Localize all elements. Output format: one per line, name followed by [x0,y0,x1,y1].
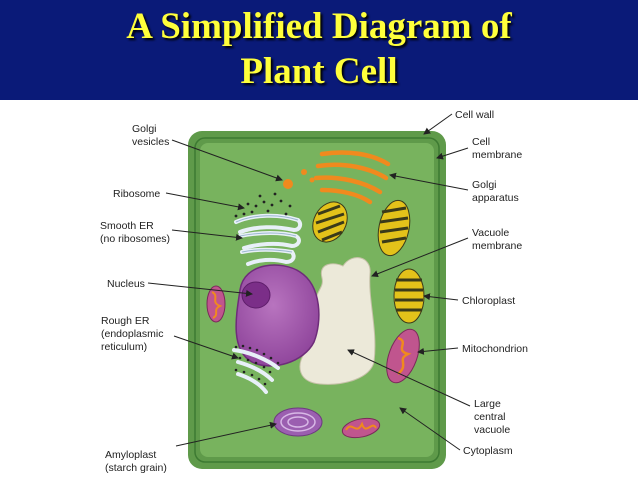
rough-er [232,348,280,394]
label-cell-wall: Cell wall [455,109,494,121]
mitochondrion [386,328,420,384]
amyloplast [273,407,323,437]
cell-membrane [194,137,440,463]
label-ribosome: Ribosome [113,188,160,200]
golgi-apparatus [313,150,391,205]
chloroplast [312,201,348,243]
label-large-central-vacuole: Large central vacuole [474,398,510,436]
label-chloroplast: Chloroplast [462,295,515,307]
label-smooth-er: Smooth ER (no ribosomes) [100,220,170,245]
nucleolus [241,281,271,309]
label-golgi-apparatus: Golgi apparatus [472,179,519,204]
mitochondrion [206,285,226,323]
mitochondrion [341,417,381,439]
title-line-2: Plant Cell [240,51,398,92]
label-amyloplast: Amyloplast (starch grain) [105,449,167,474]
label-rough-er: Rough ER (endoplasmic reticulum) [101,315,166,353]
label-cytoplasm: Cytoplasm [463,445,513,457]
label-cell-membrane: Cell membrane [472,136,522,161]
label-golgi-vesicles: Golgi vesicles [132,123,169,148]
diagram-title: A Simplified Diagram of Plant Cell [0,4,638,94]
label-mitochondrion: Mitochondrion [462,343,528,355]
golgi-vesicles [283,169,315,189]
nucleus [235,264,320,367]
label-vacuole-membrane: Vacuole membrane [472,227,522,252]
chloroplast [377,199,411,257]
label-nucleus: Nucleus [107,278,145,290]
chloroplast [393,268,425,324]
title-line-1: A Simplified Diagram of [126,6,512,47]
title-banner [0,0,638,100]
leader-lines [147,113,471,451]
